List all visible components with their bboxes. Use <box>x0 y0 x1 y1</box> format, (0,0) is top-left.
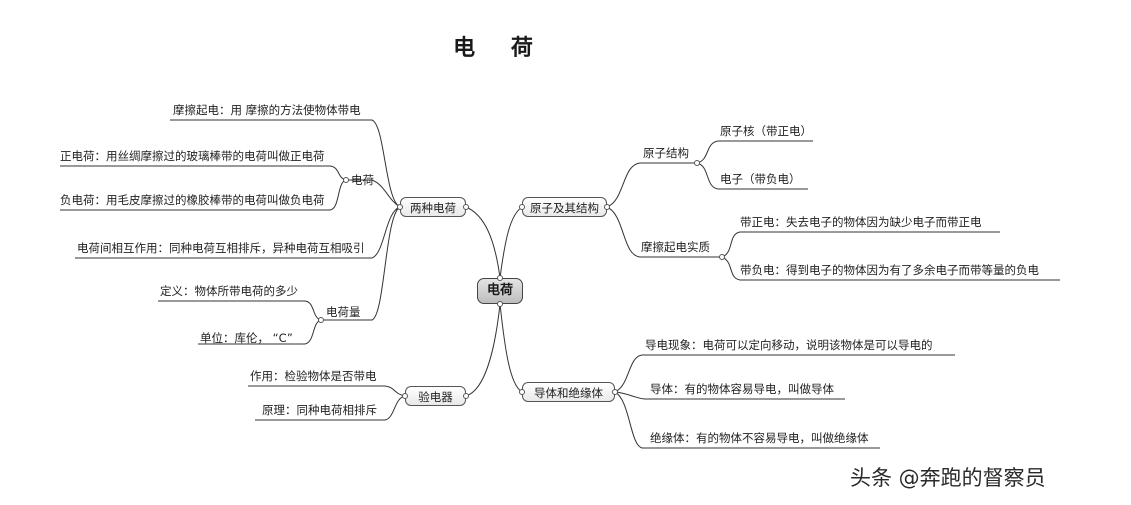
leaf-rubbing-electrification[interactable]: 摩擦起电：用 摩擦的方法使物体带电 <box>173 103 361 117</box>
topic-two-kinds[interactable]: 两种电荷 <box>400 197 466 217</box>
connector-dot <box>519 389 525 395</box>
connector <box>614 391 845 400</box>
topic-electroscope[interactable]: 验电器 <box>405 386 466 406</box>
connector-dot <box>604 204 610 210</box>
connector <box>170 119 401 208</box>
watermark: 头条 @奔跑的督察员 <box>850 466 1046 490</box>
leaf-negative-charge[interactable]: 负电荷：用毛皮摩擦过的橡胶棒带的电荷叫做负电荷 <box>60 193 325 207</box>
leaf-conduction-phenomenon[interactable]: 导电现象：电荷可以定向移动，说明该物体是可以导电的 <box>645 338 933 352</box>
connector-dot <box>612 389 618 395</box>
connector <box>346 179 401 208</box>
connector-dot <box>463 204 469 210</box>
connector-dot <box>402 393 408 399</box>
connector <box>499 206 523 279</box>
connector <box>721 256 1060 281</box>
connector-dot <box>497 301 503 307</box>
connector <box>606 162 697 208</box>
leaf-electroscope-principle[interactable]: 原理：同种电荷相排斥 <box>262 403 377 417</box>
connector <box>75 206 401 259</box>
connector-dot <box>497 275 503 281</box>
connector <box>248 385 406 397</box>
leaf-quantity-definition[interactable]: 定义：物体所带电荷的多少 <box>160 284 298 298</box>
leaf-insulator[interactable]: 绝缘体：有的物体不容易导电，叫做绝缘体 <box>650 431 869 445</box>
leaf-electron[interactable]: 电子（带负电） <box>720 172 801 186</box>
leaf-positive-charge[interactable]: 正电荷：用丝绸摩擦过的玻璃棒带的电荷叫做正电荷 <box>60 149 325 163</box>
connector-dot <box>519 204 525 210</box>
leaf-nucleus[interactable]: 原子核（带正电） <box>720 124 812 138</box>
subtopic-charge-quantity[interactable]: 电荷量 <box>326 305 361 319</box>
connector <box>614 391 880 449</box>
connector <box>721 231 1000 258</box>
connector-dot <box>463 393 469 399</box>
connector <box>614 354 955 393</box>
leaf-essence-positive[interactable]: 带正电：失去电子的物体因为缺少电子而带正电 <box>740 215 982 229</box>
connector-dot <box>343 177 349 183</box>
connector-dot <box>694 160 700 166</box>
subtopic-rubbing-essence[interactable]: 摩擦起电实质 <box>641 240 710 254</box>
topic-conductors[interactable]: 导体和绝缘体 <box>522 382 615 402</box>
leaf-essence-negative[interactable]: 带负电：得到电子的物体因为有了多余电子而带等量的负电 <box>740 263 1039 277</box>
connector <box>158 300 322 321</box>
topic-atom-structure[interactable]: 原子及其结构 <box>522 197 607 217</box>
subtopic-atom-structure[interactable]: 原子结构 <box>643 146 689 160</box>
diagram-title: 电 荷 <box>453 35 547 61</box>
leaf-charge-interaction[interactable]: 电荷间相互作用：同种电荷互相排斥，异种电荷互相吸引 <box>77 241 365 255</box>
connector <box>499 303 523 393</box>
connector <box>606 206 722 258</box>
leaf-quantity-unit[interactable]: 单位：库伦， “C” <box>200 331 293 345</box>
leaf-conductor[interactable]: 导体：有的物体容易导电，叫做导体 <box>650 382 834 396</box>
connector <box>465 303 501 397</box>
subtopic-charge[interactable]: 电荷 <box>351 173 374 187</box>
connector <box>696 140 813 164</box>
connector <box>696 162 808 190</box>
connector <box>255 395 406 421</box>
connector <box>60 165 347 181</box>
leaf-electroscope-function[interactable]: 作用：检验物体是否带电 <box>250 369 377 383</box>
connector-dot <box>397 204 403 210</box>
connector <box>321 206 401 321</box>
connector <box>465 206 501 279</box>
connector-dot <box>318 317 324 323</box>
connector-dot <box>719 254 725 260</box>
